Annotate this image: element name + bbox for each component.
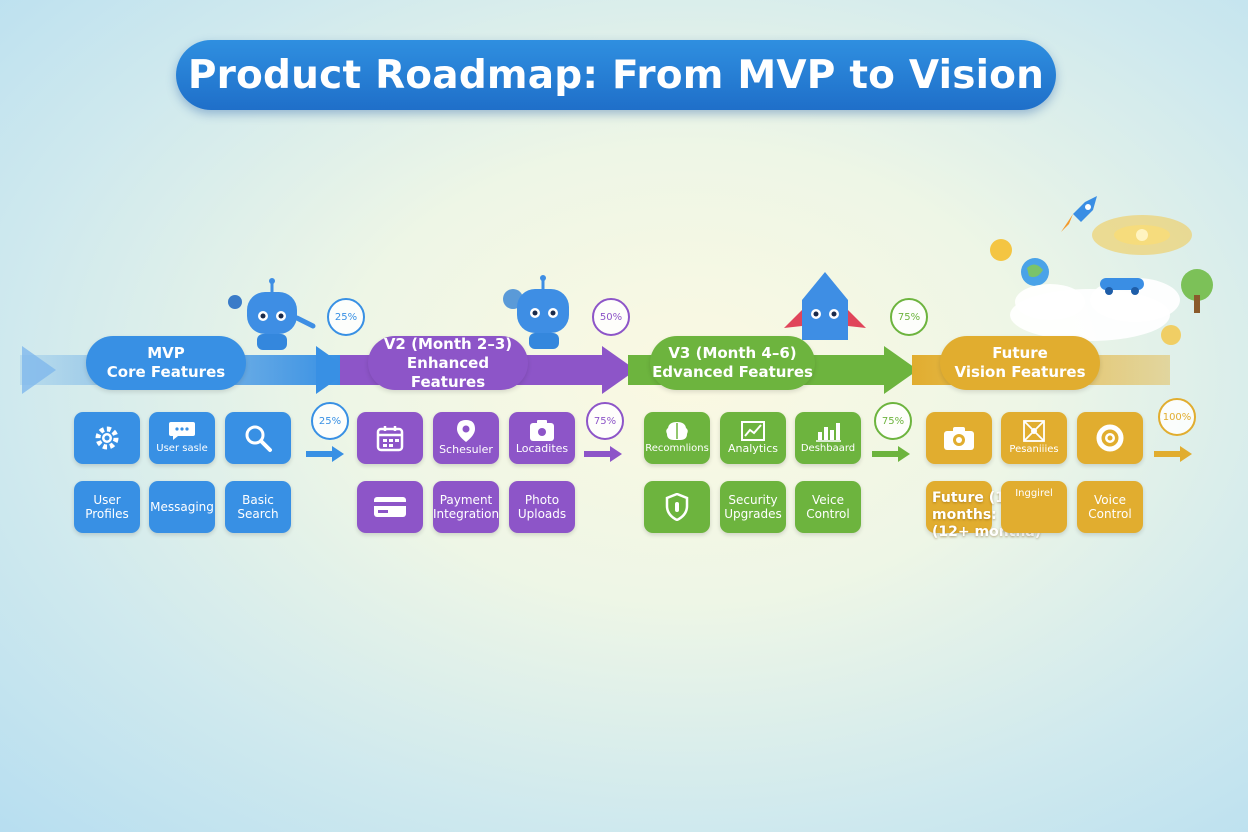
feature-search[interactable]: [225, 412, 291, 464]
progress-badge-mvp-next: 25%: [311, 402, 349, 440]
robot-mascot-mvp: [228, 278, 316, 350]
chart-icon: [741, 421, 765, 441]
feature-payment-card[interactable]: [357, 481, 423, 533]
feature-messaging[interactable]: Messaging: [149, 481, 215, 533]
mini-arrow-v2: [584, 446, 622, 462]
feature-photo-uploads-label: Photo Uploads: [517, 493, 567, 521]
gear-icon: [95, 426, 119, 450]
feature-future-months[interactable]: [926, 481, 992, 533]
feature-security[interactable]: [644, 481, 710, 533]
feature-photo-uploads[interactable]: Photo Uploads: [509, 481, 575, 533]
feature-dashboard[interactable]: Deshbaard: [795, 412, 861, 464]
photo-icon: [530, 420, 554, 441]
progress-badge-v3-next-label: 75%: [881, 415, 905, 427]
mini-arrow-mvp: [306, 446, 344, 462]
feature-analytics-label: Analytics: [728, 442, 778, 455]
flow-start-arrow: [22, 346, 56, 394]
progress-badge-v2: 50%: [592, 298, 630, 336]
credit-card-icon: [374, 497, 406, 517]
bar-chart-icon: [816, 423, 841, 442]
phase-mvp-subtitle: Core Features: [106, 363, 226, 381]
feature-basic-search-label: Basic Search: [237, 493, 279, 521]
feature-recommendations-label: Recomnlions: [645, 443, 709, 454]
search-icon: [245, 425, 272, 452]
progress-badge-mvp-next-label: 25%: [318, 415, 342, 427]
rocket-mascot-v3: [784, 272, 866, 340]
flow-arrow-v2: [602, 346, 636, 394]
phase-mvp: MVP Core Features: [86, 336, 246, 390]
location-pin-icon: [457, 420, 475, 442]
car-icon: [1100, 278, 1144, 290]
feature-personalities[interactable]: Pesaniiies: [1001, 412, 1067, 464]
page-title: Product Roadmap: From MVP to Vision: [176, 40, 1056, 110]
rocket-icon: [1061, 196, 1097, 232]
progress-badge-v2-label: 50%: [599, 311, 623, 323]
feature-calendar[interactable]: [357, 412, 423, 464]
feature-support[interactable]: [1077, 412, 1143, 464]
progress-badge-v2-next-label: 75%: [593, 415, 617, 427]
tree-icon: [1181, 269, 1213, 301]
feature-voice-control-future[interactable]: Voice Control: [1077, 481, 1143, 533]
mini-arrow-future: [1154, 446, 1192, 462]
feature-scheduler-label: Schesuler: [439, 443, 493, 456]
progress-badge-mvp-label: 25%: [334, 311, 358, 323]
feature-personalities-label: Pesaniiies: [1009, 444, 1059, 455]
phase-v3-name: V3 (Month 4–6): [668, 344, 797, 362]
feature-security-upgrades-label: Security Upgrades: [724, 493, 782, 521]
progress-badge-v3-next: 75%: [874, 402, 912, 440]
network-icon: [1023, 420, 1045, 442]
feature-locations[interactable]: Locadites: [509, 412, 575, 464]
feature-payment-integration-label: Payment Integration: [432, 493, 500, 521]
feature-basic-search[interactable]: Basic Search: [225, 481, 291, 533]
progress-badge-future-label: 100%: [1162, 411, 1192, 423]
feature-locations-label: Locadites: [515, 442, 569, 455]
shield-icon: [665, 493, 689, 521]
feature-scheduler[interactable]: Schesuler: [433, 412, 499, 464]
feature-integrations[interactable]: Inggirel: [1001, 481, 1067, 533]
flow-arrow-v3: [884, 346, 918, 394]
chat-icon: [169, 422, 195, 440]
bulb-icon: [990, 239, 1012, 261]
feature-analytics[interactable]: Analytics: [720, 412, 786, 464]
progress-badge-mvp: 25%: [327, 298, 365, 336]
phase-future: Future Vision Features: [940, 336, 1100, 390]
feature-messaging-label: Messaging: [150, 500, 214, 514]
progress-badge-v3: 75%: [890, 298, 928, 336]
phase-mvp-name: MVP: [147, 344, 185, 362]
mini-arrow-v3: [872, 446, 910, 462]
vision-illustration: [990, 196, 1213, 345]
flow-arrow-mvp: [316, 346, 350, 394]
phase-v2-name: V2 (Month 2–3): [383, 334, 513, 353]
feature-user-profiles-label: User Profiles: [85, 493, 129, 521]
feature-security-upgrades[interactable]: Security Upgrades: [720, 481, 786, 533]
feature-user-profiles[interactable]: User Profiles: [74, 481, 140, 533]
phase-future-name: Future: [992, 344, 1048, 362]
feature-voice-control-future-label: Voice Control: [1088, 493, 1132, 521]
feature-camera[interactable]: [926, 412, 992, 464]
feature-payment-integration[interactable]: Payment Integration: [433, 481, 499, 533]
feature-user-chat[interactable]: User sasle: [149, 412, 215, 464]
feature-recommendations[interactable]: Recomnlions: [644, 412, 710, 464]
feature-integrations-label: Inggirel: [1015, 488, 1053, 499]
phase-v2-subtitle: Enhanced Features: [406, 353, 490, 391]
progress-badge-v2-next: 75%: [586, 402, 624, 440]
feature-user-chat-label: User sasle: [156, 443, 208, 454]
feature-dashboard-label: Deshbaard: [800, 443, 856, 454]
feature-voice-control-v3-label: Veice Control: [806, 493, 850, 521]
phase-v3: V3 (Month 4–6) Edvanced Features: [650, 336, 815, 390]
progress-badge-v3-label: 75%: [897, 311, 921, 323]
camera-icon: [944, 427, 974, 450]
robot-mascot-v2: [503, 275, 569, 349]
phase-future-subtitle: Vision Features: [954, 363, 1086, 381]
feature-voice-control-v3[interactable]: Veice Control: [795, 481, 861, 533]
lifebuoy-icon: [1096, 424, 1124, 452]
feature-settings[interactable]: [74, 412, 140, 464]
calendar-icon: [376, 426, 404, 452]
phase-v2: V2 (Month 2–3) Enhanced Features: [368, 334, 528, 391]
progress-badge-future: 100%: [1158, 398, 1196, 436]
phase-v3-subtitle: Edvanced Features: [652, 363, 813, 381]
brain-icon: [666, 422, 688, 440]
